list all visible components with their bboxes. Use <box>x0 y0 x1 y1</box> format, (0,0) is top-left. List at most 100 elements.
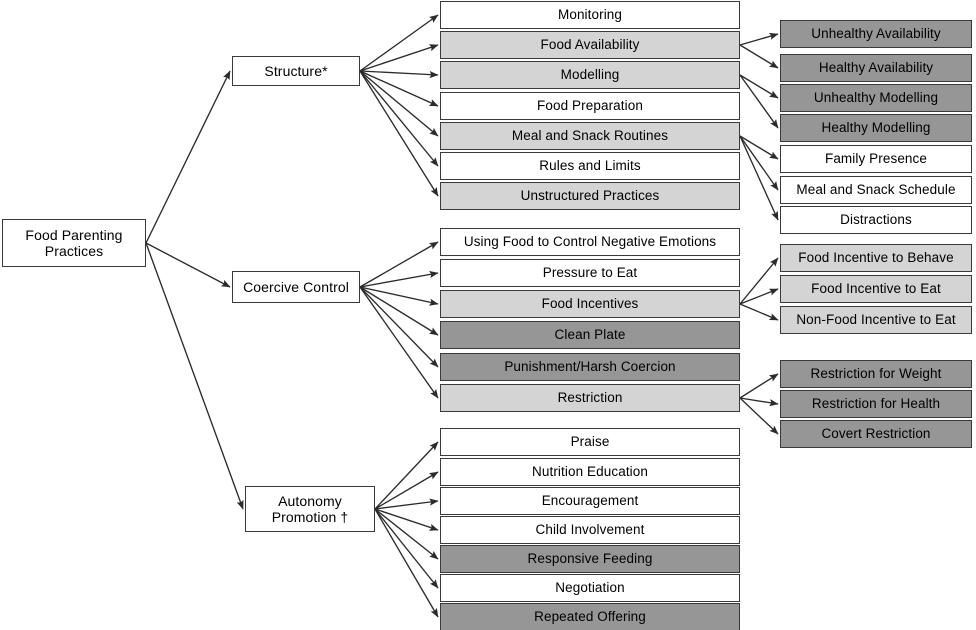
node-rules-and-limits-label: Rules and Limits <box>539 158 641 174</box>
node-praise: Praise <box>440 428 740 456</box>
edge-coercive-to-punishment-harsh-coercion <box>359 286 439 368</box>
edge-autonomy-to-nutrition-education <box>374 471 439 510</box>
node-nutrition-education: Nutrition Education <box>440 458 740 486</box>
edge-restriction-to-covert-restriction <box>739 397 779 435</box>
node-root-label: Food Parenting Practices <box>25 226 123 259</box>
node-monitoring: Monitoring <box>440 1 740 29</box>
node-encouragement-label: Encouragement <box>541 493 639 509</box>
node-encouragement: Encouragement <box>440 487 740 515</box>
node-punishment-harsh-coercion: Punishment/Harsh Coercion <box>440 353 740 381</box>
node-food-incentive-behave-label: Food Incentive to Behave <box>798 250 954 266</box>
node-meal-snack-routines-label: Meal and Snack Routines <box>511 128 669 144</box>
edge-food-availability-to-unhealthy-availability <box>739 32 779 46</box>
edge-autonomy-to-child-involvement <box>374 508 439 531</box>
node-restriction-label: Restriction <box>557 390 623 406</box>
node-food-incentives-label: Food Incentives <box>541 296 639 312</box>
edge-structure-to-monitoring <box>359 14 439 72</box>
node-distractions: Distractions <box>780 206 972 234</box>
node-non-food-incentive-eat: Non-Food Incentive to Eat <box>780 306 972 334</box>
edge-coercive-to-clean-plate <box>359 286 439 336</box>
edge-coercive-to-restriction <box>359 286 439 399</box>
node-healthy-availability: Healthy Availability <box>780 54 972 82</box>
edge-root-to-autonomy <box>145 242 244 510</box>
edge-modelling-to-unhealthy-modelling <box>739 74 779 99</box>
node-pressure-to-eat-label: Pressure to Eat <box>542 265 638 281</box>
edge-food-availability-to-healthy-availability <box>739 44 779 69</box>
node-clean-plate: Clean Plate <box>440 321 740 349</box>
edge-restriction-to-restriction-health <box>739 397 779 407</box>
edge-meal-snack-routines-to-meal-snack-schedule <box>739 135 779 191</box>
node-healthy-availability-label: Healthy Availability <box>818 60 934 76</box>
node-responsive-feeding: Responsive Feeding <box>440 545 740 573</box>
edge-autonomy-to-praise <box>374 441 439 510</box>
node-coercive-label: Coercive Control <box>243 278 349 295</box>
node-monitoring-label: Monitoring <box>557 7 623 23</box>
node-rules-and-limits: Rules and Limits <box>440 152 740 180</box>
node-food-incentive-eat-label: Food Incentive to Eat <box>811 281 941 297</box>
node-unhealthy-modelling: Unhealthy Modelling <box>780 84 972 112</box>
node-unstructured-practices: Unstructured Practices <box>440 182 740 210</box>
node-responsive-feeding-label: Responsive Feeding <box>527 551 653 567</box>
node-meal-snack-routines: Meal and Snack Routines <box>440 122 740 150</box>
node-non-food-incentive-eat-label: Non-Food Incentive to Eat <box>796 312 956 328</box>
edge-structure-to-rules-and-limits <box>359 70 439 167</box>
node-meal-snack-schedule-label: Meal and Snack Schedule <box>796 182 956 198</box>
edge-meal-snack-routines-to-distractions <box>739 135 779 221</box>
node-unstructured-practices-label: Unstructured Practices <box>520 188 660 204</box>
edge-structure-to-meal-snack-routines <box>359 70 439 137</box>
node-healthy-modelling: Healthy Modelling <box>780 114 972 142</box>
node-praise-label: Praise <box>570 434 610 450</box>
node-unhealthy-modelling-label: Unhealthy Modelling <box>813 90 939 106</box>
node-family-presence-label: Family Presence <box>824 151 928 167</box>
node-child-involvement: Child Involvement <box>440 516 740 544</box>
node-restriction-weight-label: Restriction for Weight <box>810 366 942 382</box>
edge-root-to-structure <box>145 70 231 244</box>
node-pressure-to-eat: Pressure to Eat <box>440 259 740 287</box>
edge-autonomy-to-negotiation <box>374 508 439 589</box>
edge-modelling-to-healthy-modelling <box>739 74 779 129</box>
edge-autonomy-to-repeated-offering <box>374 508 439 618</box>
node-modelling: Modelling <box>440 61 740 89</box>
node-child-involvement-label: Child Involvement <box>535 522 645 538</box>
node-modelling-label: Modelling <box>560 67 620 83</box>
edge-coercive-to-using-food-control-emotions <box>359 241 439 288</box>
edge-root-to-coercive <box>145 242 231 288</box>
edge-structure-to-food-preparation <box>359 70 439 107</box>
node-restriction-health: Restriction for Health <box>780 390 972 418</box>
edge-restriction-to-restriction-weight <box>739 373 779 399</box>
node-healthy-modelling-label: Healthy Modelling <box>821 120 931 136</box>
edge-food-incentives-to-non-food-incentive-eat <box>739 303 779 321</box>
node-restriction-weight: Restriction for Weight <box>780 360 972 388</box>
node-covert-restriction: Covert Restriction <box>780 420 972 448</box>
node-meal-snack-schedule: Meal and Snack Schedule <box>780 176 972 204</box>
node-punishment-harsh-coercion-label: Punishment/Harsh Coercion <box>504 359 676 375</box>
edge-structure-to-food-availability <box>359 44 439 72</box>
edge-meal-snack-routines-to-family-presence <box>739 135 779 160</box>
edge-coercive-to-pressure-to-eat <box>359 270 439 288</box>
node-repeated-offering: Repeated Offering <box>440 603 740 630</box>
edge-autonomy-to-responsive-feeding <box>374 508 439 560</box>
node-structure-label: Structure* <box>264 62 328 79</box>
edge-food-incentives-to-food-incentive-eat <box>739 288 779 305</box>
node-family-presence: Family Presence <box>780 145 972 173</box>
node-restriction: Restriction <box>440 384 740 412</box>
node-food-preparation: Food Preparation <box>440 92 740 120</box>
node-repeated-offering-label: Repeated Offering <box>534 609 646 625</box>
node-distractions-label: Distractions <box>840 212 912 228</box>
node-unhealthy-availability-label: Unhealthy Availability <box>811 26 941 42</box>
node-using-food-control-emotions: Using Food to Control Negative Emotions <box>440 228 740 256</box>
node-negotiation: Negotiation <box>440 574 740 602</box>
node-unhealthy-availability: Unhealthy Availability <box>780 20 972 48</box>
node-food-availability: Food Availability <box>440 31 740 59</box>
node-negotiation-label: Negotiation <box>555 580 625 596</box>
edge-structure-to-modelling <box>359 70 439 79</box>
node-autonomy-label: Autonomy Promotion † <box>271 492 349 525</box>
node-root: Food Parenting Practices <box>2 219 146 267</box>
node-food-incentive-behave: Food Incentive to Behave <box>780 244 972 272</box>
node-autonomy: Autonomy Promotion † <box>245 486 375 532</box>
node-clean-plate-label: Clean Plate <box>554 327 626 343</box>
node-using-food-control-emotions-label: Using Food to Control Negative Emotions <box>463 234 717 250</box>
node-restriction-health-label: Restriction for Health <box>811 396 941 412</box>
node-food-preparation-label: Food Preparation <box>537 98 643 114</box>
